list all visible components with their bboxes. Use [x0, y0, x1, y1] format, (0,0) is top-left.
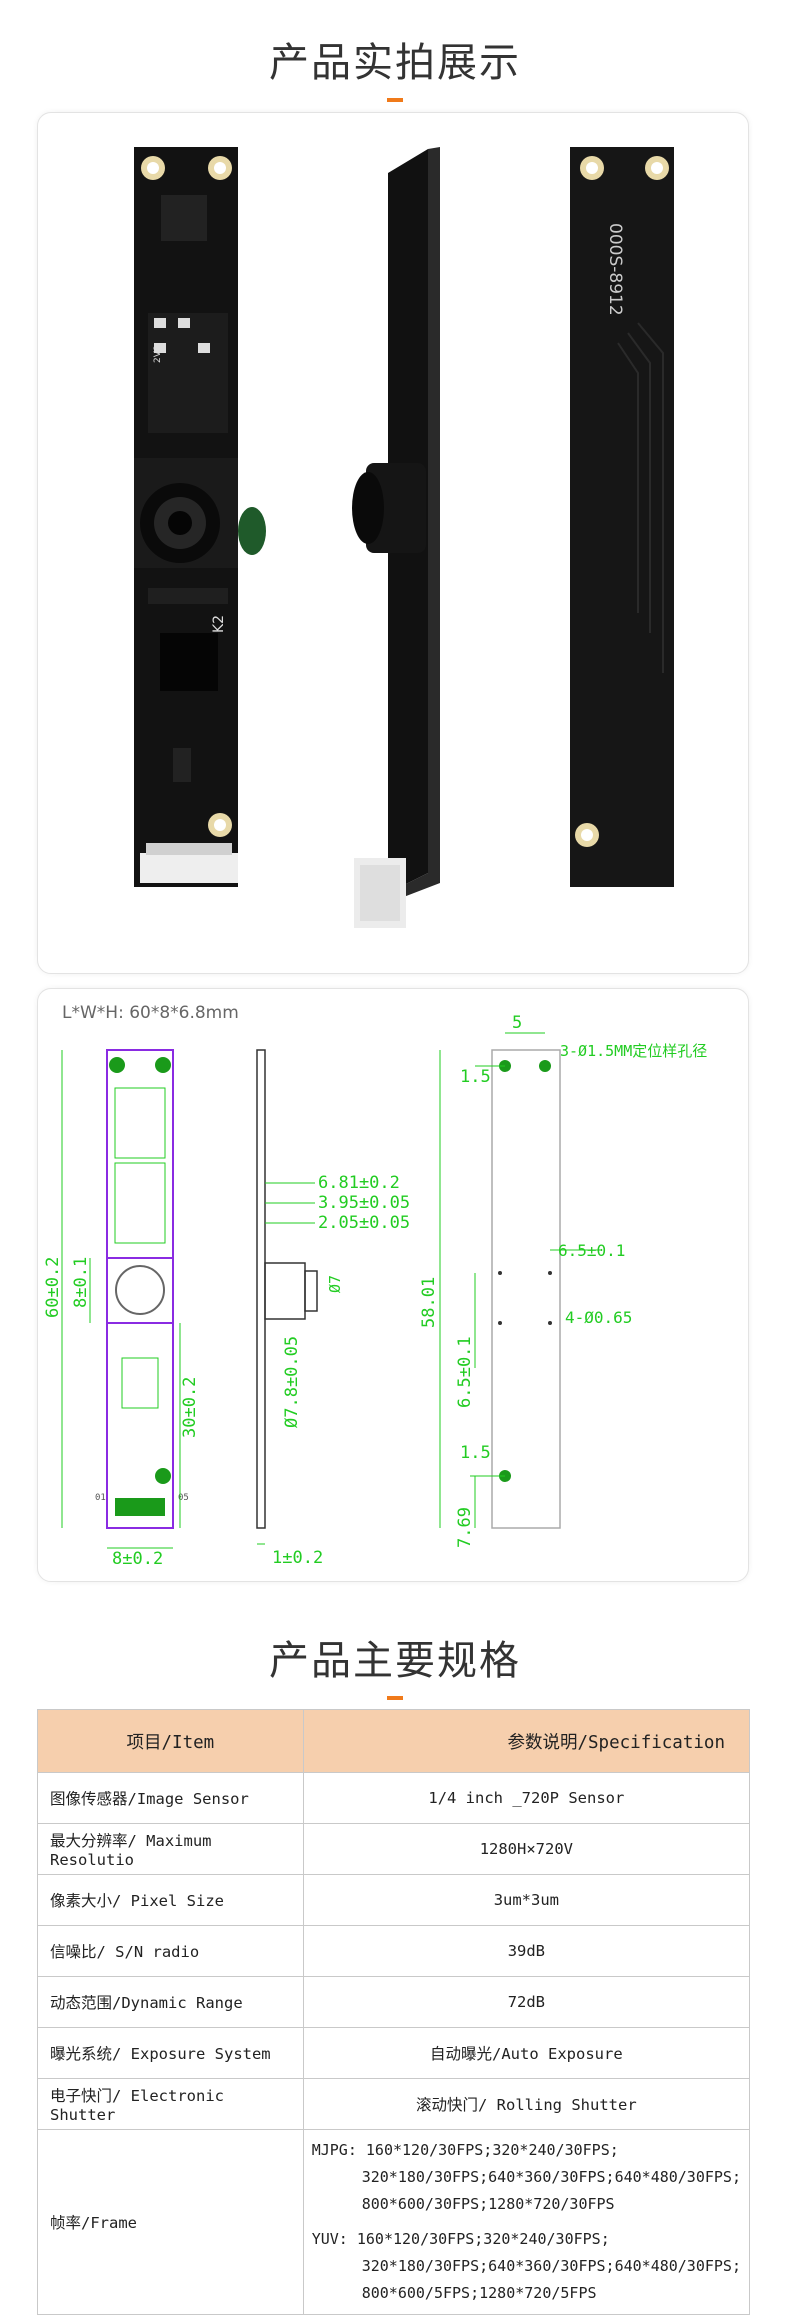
pin-05-label: 05	[178, 1493, 189, 1503]
dim-thickness: 1±0.2	[272, 1548, 323, 1568]
title-accent-bar	[387, 98, 403, 102]
dim-bottom-dist: 7.69	[455, 1507, 475, 1548]
board-front: K2 2V8	[134, 147, 266, 887]
dim-bottom-part: 30±0.2	[180, 1377, 200, 1438]
table-row: 动态范围/Dynamic Range 72dB	[37, 1976, 751, 2028]
pin-01-label: 01	[95, 1493, 106, 1503]
table-row: 像素大小/ Pixel Size 3um*3um	[37, 1874, 751, 1926]
section-title-text: 产品主要规格	[269, 1638, 521, 1684]
dimension-label: L*W*H: 60*8*6.8mm	[62, 1003, 239, 1023]
silk-label-code: 000S-8912	[605, 223, 625, 316]
row-value: 39dB	[302, 1925, 751, 1977]
silk-label-k2: K2	[211, 615, 227, 633]
table-row: 最大分辨率/ Maximum Resolutio 1280H×720V	[37, 1823, 751, 1875]
row-value: 72dB	[302, 1976, 751, 2028]
dim-top-width: 5	[512, 1013, 522, 1033]
dim-top-offset: 1.5	[460, 1067, 491, 1087]
silk-label-2v8: 2V8	[153, 345, 163, 363]
photo-panel: K2 2V8 000S-8912	[37, 112, 749, 974]
dim-length-total: 60±0.2	[43, 1257, 63, 1318]
frame-yuv: YUV: 160*120/30FPS;320*240/30FPS; 320*18…	[311, 2230, 741, 2302]
dim-pin-holes: 4-Ø0.65	[565, 1308, 632, 1327]
table-row: 信噪比/ S/N radio 39dB	[37, 1925, 751, 1977]
section-title-spec: 产品主要规格	[0, 1628, 790, 1700]
board-side	[352, 147, 440, 928]
row-item: 动态范围/Dynamic Range	[37, 1976, 304, 2028]
board-back: 000S-8912	[570, 147, 674, 887]
dim-bottom-offset: 1.5	[460, 1443, 491, 1463]
header-item: 项目/Item	[37, 1709, 304, 1773]
row-item: 最大分辨率/ Maximum Resolutio	[37, 1823, 304, 1875]
spec-table: 项目/Item 参数说明/Specification 图像传感器/Image S…	[37, 1709, 751, 2315]
row-item: 帧率/Frame	[37, 2129, 304, 2315]
row-value: 3um*3um	[302, 1874, 751, 1926]
table-row: 电子快门/ Electronic Shutter 滚动快门/ Rolling S…	[37, 2078, 751, 2130]
dim-lens-outer: Ø7.8±0.05	[282, 1336, 302, 1428]
table-header-row: 项目/Item 参数说明/Specification	[37, 1709, 751, 1773]
dim-pin-spacing-v: 6.5±0.1	[455, 1336, 475, 1408]
dim-h1: 6.81±0.2	[318, 1173, 400, 1193]
section-title-text: 产品实拍展示	[269, 40, 521, 86]
dim-pin-spacing-h: 6.5±0.1	[558, 1241, 625, 1260]
section-title-photo: 产品实拍展示	[0, 30, 790, 102]
dim-lens-d: Ø7	[326, 1275, 344, 1293]
row-value-frame: MJPG: 160*120/30FPS;320*240/30FPS; 320*1…	[302, 2129, 751, 2315]
header-desc: 参数说明/Specification	[302, 1709, 751, 1773]
row-item: 曝光系统/ Exposure System	[37, 2027, 304, 2079]
dimension-drawing: 01 05 60±0.2 8±0.1 30±0.2 8±0.2 6.81±0.2…	[43, 1013, 707, 1569]
dim-width-front: 8±0.2	[112, 1549, 163, 1569]
row-item: 图像传感器/Image Sensor	[37, 1772, 304, 1824]
row-value: 1/4 inch _720P Sensor	[302, 1772, 751, 1824]
row-item: 电子快门/ Electronic Shutter	[37, 2078, 304, 2130]
row-item: 信噪比/ S/N radio	[37, 1925, 304, 1977]
dim-lens-pos: 8±0.1	[71, 1257, 91, 1308]
table-row: 图像传感器/Image Sensor 1/4 inch _720P Sensor	[37, 1772, 751, 1824]
product-photos: K2 2V8 000S-8912	[134, 147, 674, 928]
table-row: 曝光系统/ Exposure System 自动曝光/Auto Exposure	[37, 2027, 751, 2079]
dim-h3: 2.05±0.05	[318, 1213, 410, 1233]
dim-hole-note: 3-Ø1.5MM定位样孔径	[560, 1042, 707, 1060]
table-row-frame: 帧率/Frame MJPG: 160*120/30FPS;320*240/30F…	[37, 2129, 751, 2315]
row-value: 1280H×720V	[302, 1823, 751, 1875]
frame-mjpg: MJPG: 160*120/30FPS;320*240/30FPS; 320*1…	[311, 2141, 741, 2213]
row-item: 像素大小/ Pixel Size	[37, 1874, 304, 1926]
row-value: 滚动快门/ Rolling Shutter	[302, 2078, 751, 2130]
dim-h2: 3.95±0.05	[318, 1193, 410, 1213]
dim-side-total: 58.01	[419, 1277, 439, 1328]
row-value: 自动曝光/Auto Exposure	[302, 2027, 751, 2079]
title-accent-bar	[387, 1696, 403, 1700]
dimension-panel	[37, 988, 749, 1582]
